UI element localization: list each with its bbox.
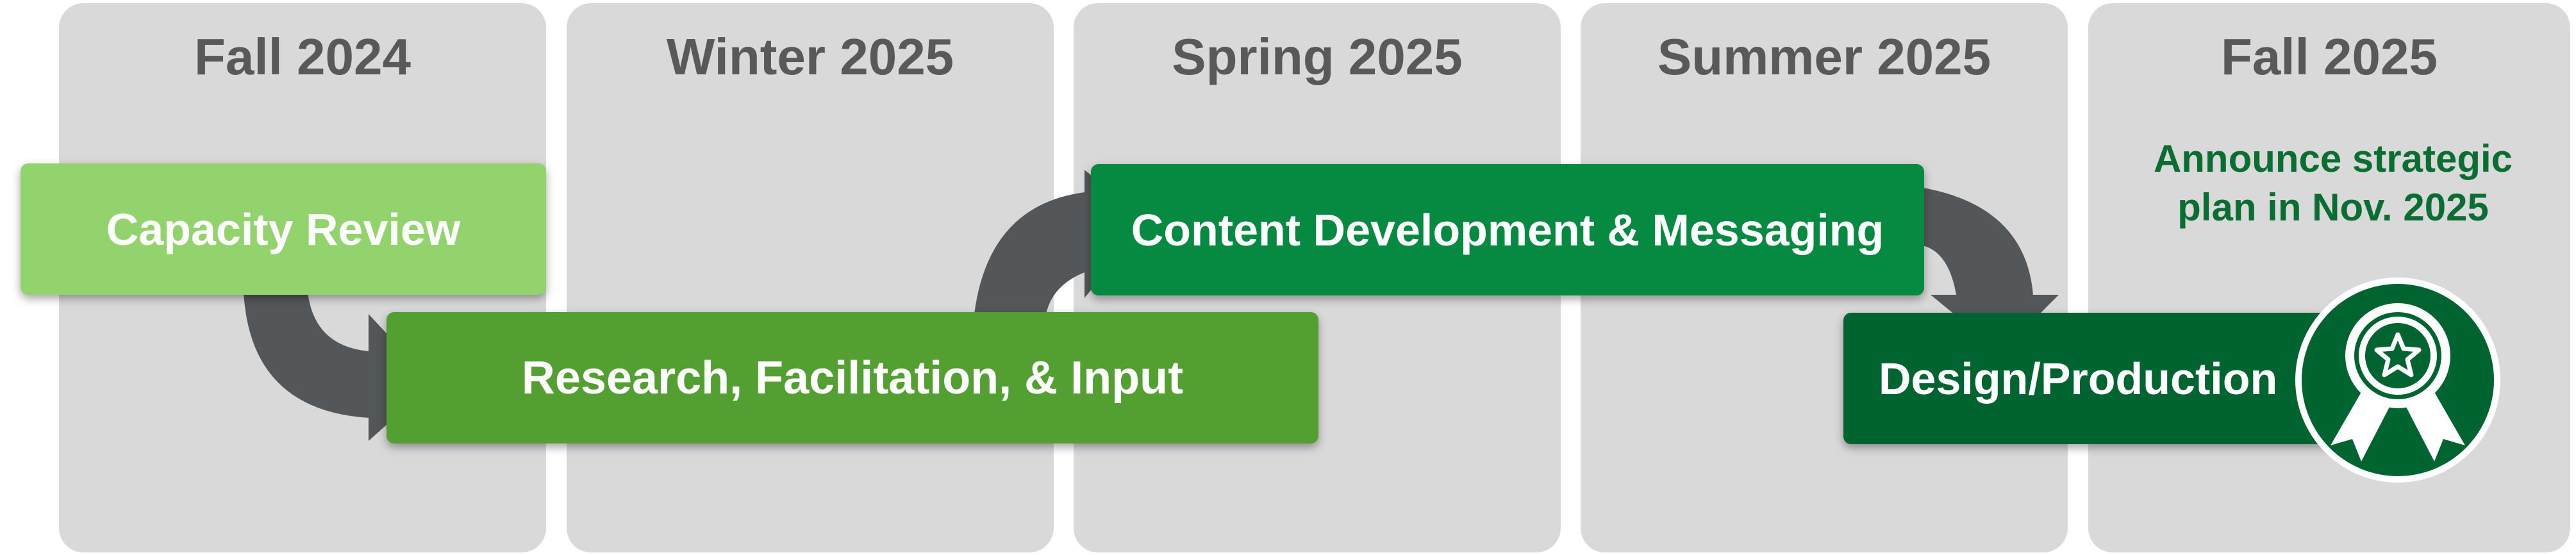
column-label: Winter 2025 — [666, 28, 954, 85]
announcement-text: Announce strategic plan in Nov. 2025 — [2096, 135, 2570, 232]
column-label: Fall 2025 — [2220, 28, 2438, 85]
phase-research-facilitation-input: Research, Facilitation, & Input — [386, 312, 1318, 443]
phase-design-production: Design/Production — [1843, 313, 2356, 444]
arrow-content-to-design — [1920, 187, 2059, 352]
column-label: Fall 2024 — [194, 28, 411, 85]
announcement-line-2: plan in Nov. 2025 — [2177, 186, 2489, 229]
announcement-line-1: Announce strategic — [2153, 137, 2513, 180]
arrow-capacity-to-research — [244, 292, 433, 441]
phase-capacity-review: Capacity Review — [21, 163, 546, 295]
column-label: Spring 2025 — [1172, 28, 1463, 85]
column-winter-2025: Winter 2025 — [567, 3, 1054, 552]
column-fall-2025: Fall 2025 — [2088, 3, 2570, 552]
award-ribbon-star-icon — [2295, 278, 2500, 483]
column-label: Summer 2025 — [1657, 28, 1991, 85]
phase-content-development-messaging: Content Development & Messaging — [1091, 164, 1924, 295]
